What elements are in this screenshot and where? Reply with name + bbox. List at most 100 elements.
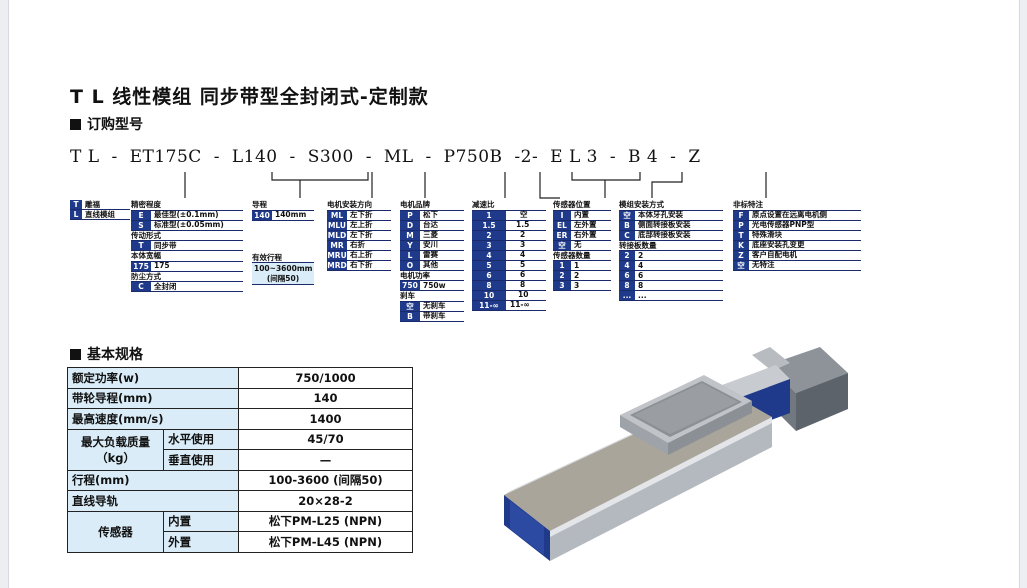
spec-section-heading: 基本规格 bbox=[70, 344, 143, 364]
option-row: ...... bbox=[619, 291, 723, 301]
spec-section-label: 基本规格 bbox=[87, 347, 143, 363]
code-part: -2- bbox=[514, 147, 539, 167]
code-part: - bbox=[609, 147, 617, 167]
option-row: 空无 bbox=[553, 240, 611, 251]
section-square-icon bbox=[70, 118, 81, 130]
code-connector-lines bbox=[184, 172, 767, 199]
spec-table: 额定功率(w) 750/1000 带轮导程(mm) 140 最高速度(mm/s)… bbox=[66, 367, 413, 553]
table-row: 最高速度(mm/s) 1400 bbox=[67, 408, 413, 430]
section-square-icon bbox=[70, 348, 81, 360]
code-part: - bbox=[213, 147, 220, 167]
option-row: 空无特注 bbox=[733, 260, 861, 271]
code-part: S300 bbox=[307, 147, 354, 167]
code-part: ET175C bbox=[129, 147, 202, 167]
code-part: - bbox=[365, 147, 372, 167]
table-row: 直线导轨 20×28-2 bbox=[67, 490, 413, 512]
order-code-line: T L - ET175C - L140 - S300 - ML - P750B … bbox=[70, 147, 707, 167]
stroke-value-box: 100~3600mm (间隔50) bbox=[252, 263, 314, 285]
code-part: Z bbox=[688, 147, 701, 167]
table-row: 传感器 内置 松下PM-L25 (NPN) bbox=[66, 510, 413, 553]
left-page-frame bbox=[0, 0, 9, 588]
code-part: P750B bbox=[443, 147, 503, 167]
option-row: 空无刹车 bbox=[400, 301, 464, 312]
table-row: 带轮导程(mm) 140 bbox=[67, 387, 413, 409]
table-row: 行程(mm) 100-3600 (间隔50) bbox=[67, 469, 413, 491]
right-page-frame bbox=[1019, 0, 1027, 588]
option-row: 空本体牙孔安装 bbox=[619, 210, 723, 221]
table-row: 最大负载质量（kg） 水平使用 45/70 bbox=[66, 428, 413, 471]
linear-module-product-image bbox=[504, 347, 848, 561]
code-part: - bbox=[425, 147, 432, 167]
code-part: B 4 bbox=[628, 147, 659, 167]
code-part: T L bbox=[70, 147, 100, 167]
table-row: 外置 松下PM-L45 (NPN) bbox=[68, 531, 413, 553]
page-title: T L 线性模组 同步带型全封闭式-定制款 bbox=[70, 86, 429, 108]
code-part: - bbox=[670, 147, 677, 167]
order-section-heading: 订购型号 bbox=[70, 114, 143, 134]
option-row: 11-∞11-∞ bbox=[472, 300, 546, 311]
code-part: ML bbox=[383, 147, 414, 167]
table-row: 额定功率(w) 750/1000 bbox=[67, 367, 413, 389]
code-part: E L 3 bbox=[550, 147, 598, 167]
code-part: - bbox=[111, 147, 118, 167]
code-part: L140 bbox=[231, 147, 278, 167]
code-part: - bbox=[289, 147, 296, 167]
